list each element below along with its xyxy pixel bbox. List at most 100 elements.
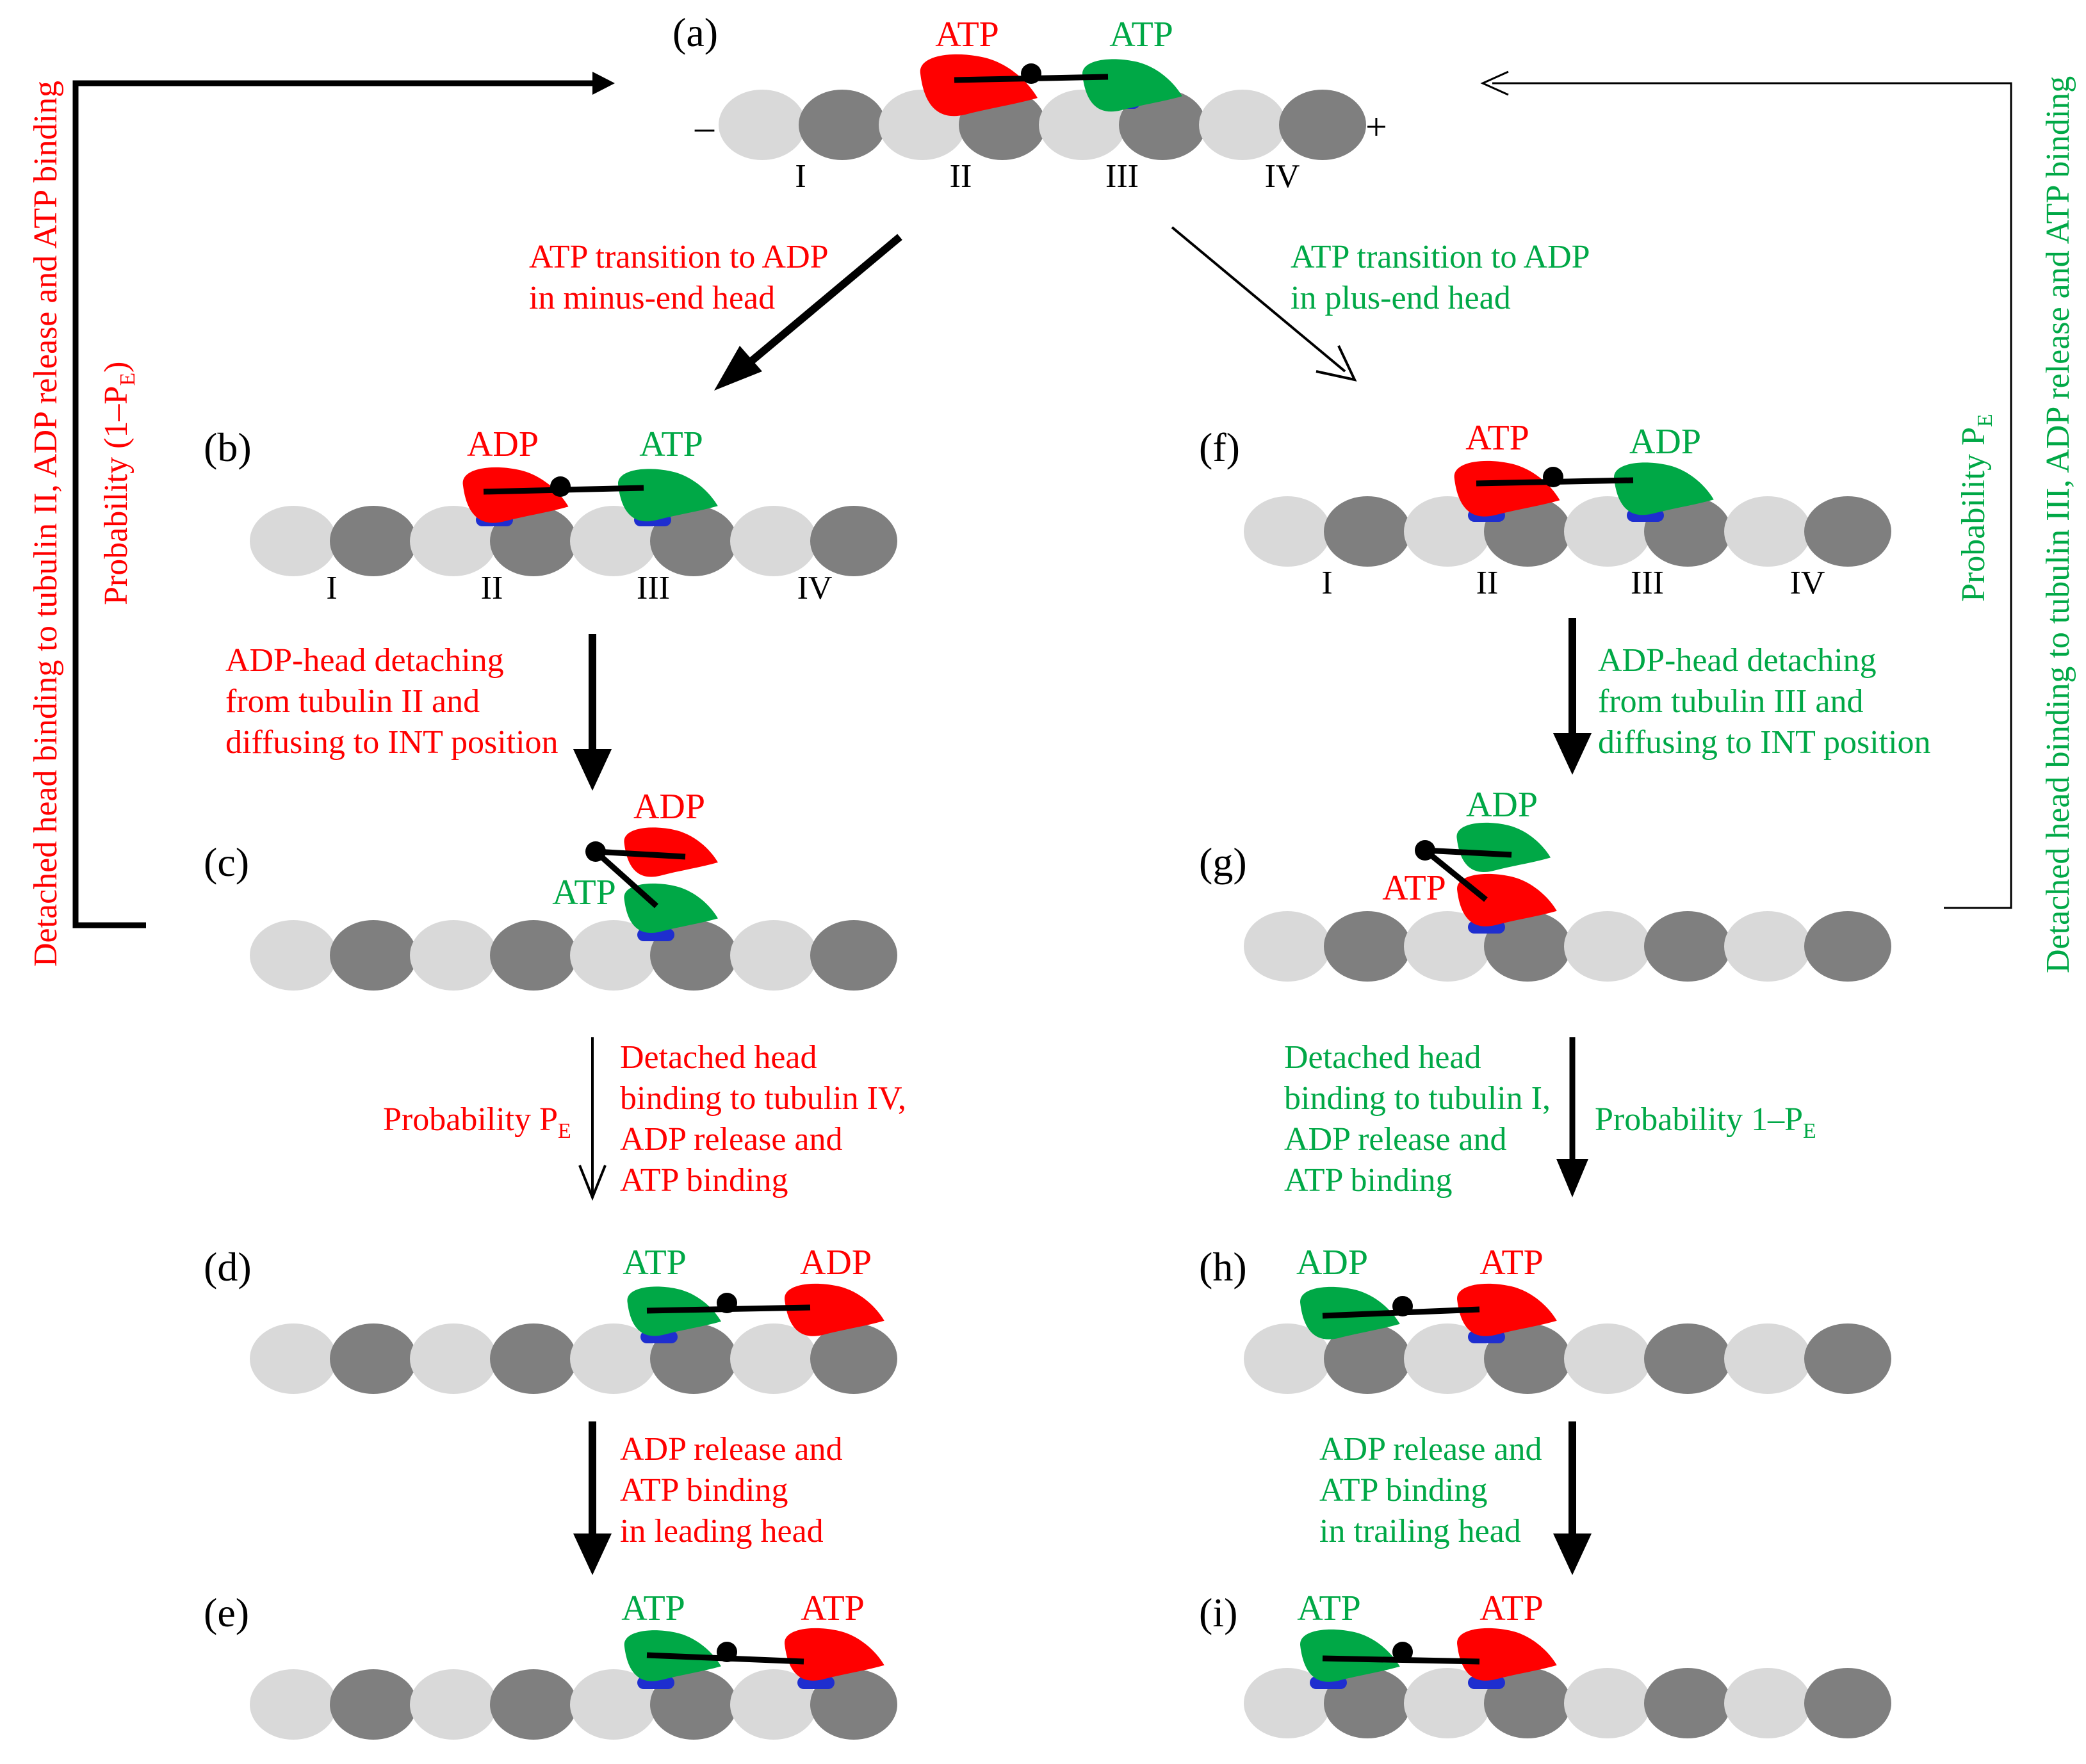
plus-end-label: +: [1365, 106, 1387, 148]
caption-line: ADP release and: [1284, 1121, 1507, 1158]
caption-line: ATP binding: [620, 1162, 788, 1199]
panel-h: (h) ADP ATP: [1199, 1243, 1891, 1394]
caption-line: ADP release and: [620, 1431, 843, 1468]
transition-a-to-f: ATP transition to ADP in plus-end head: [1291, 239, 1590, 316]
green-nucleotide-label: ATP: [1297, 1589, 1361, 1628]
microtubule-g: [1244, 911, 1891, 982]
microtubule-c: [250, 920, 897, 991]
green-nucleotide-label: ATP: [639, 425, 703, 464]
red-nucleotide-label: ADP: [467, 425, 539, 464]
green-nucleotide-label: ADP: [1629, 422, 1701, 462]
green-nucleotide-label: ATP: [552, 873, 616, 912]
arrow-right-loop: [1492, 82, 2012, 909]
tubulin-label-i: I: [1321, 565, 1332, 601]
arrowhead-b-to-c: [573, 749, 612, 791]
caption-line: ATP transition to ADP: [529, 239, 829, 275]
panel-i-label: (i): [1199, 1590, 1237, 1635]
arrowhead-left-loop: [592, 72, 615, 95]
caption-line: Detached head: [1284, 1039, 1481, 1076]
left-loop-probability: Probability (1–PE): [98, 362, 140, 605]
red-nucleotide-label: ATP: [1382, 868, 1446, 908]
caption-line: ATP transition to ADP: [1291, 239, 1590, 275]
tubulin-label-iii: III: [1631, 565, 1664, 601]
caption-line: ATP binding: [1319, 1472, 1487, 1509]
tubulin-label-iii: III: [1105, 158, 1139, 195]
panel-a-label: (a): [672, 10, 718, 55]
green-nucleotide-label: ADP: [1296, 1243, 1368, 1283]
panel-g-label: (g): [1199, 839, 1247, 885]
tubulin-label-i: I: [326, 570, 337, 606]
panel-i: (i) ATP ATP: [1199, 1589, 1891, 1738]
caption-line: from tubulin III and: [1598, 683, 1863, 720]
panel-c: (c) ADP ATP: [204, 787, 897, 991]
caption-line: diffusing to INT position: [225, 724, 558, 761]
panel-a: (a) – + I II III IV ATP ATP: [672, 10, 1387, 195]
transition-b-to-c: ADP-head detaching from tubulin II and d…: [225, 642, 558, 761]
tubulin-label-ii: II: [950, 158, 972, 195]
arrow-a-to-b: [740, 234, 902, 371]
red-nucleotide-label: ADP: [800, 1243, 872, 1283]
microtubule-i: [1244, 1668, 1891, 1738]
right-loop-caption: Detached head binding to tubulin III, AD…: [2040, 76, 2076, 973]
arrowhead-a-to-b: [714, 346, 762, 391]
microtubule-a: [719, 90, 1366, 160]
panel-g: (g) ADP ATP: [1199, 785, 1891, 982]
tubulin-label-ii: II: [481, 570, 503, 606]
panel-e-label: (e): [204, 1590, 249, 1635]
red-nucleotide-label: ATP: [935, 15, 999, 54]
caption-line: ATP binding: [620, 1472, 788, 1509]
green-nucleotide-label: ATP: [1109, 15, 1173, 54]
caption-line: in plus-end head: [1291, 280, 1511, 316]
caption-line: binding to tubulin I,: [1284, 1080, 1551, 1117]
tubulin-label-iv: IV: [1790, 565, 1825, 601]
transition-a-to-b: ATP transition to ADP in minus-end head: [529, 239, 829, 316]
caption-line: diffusing to INT position: [1598, 724, 1931, 761]
caption-line: ADP release and: [620, 1121, 843, 1158]
microtubule-b: [250, 506, 897, 576]
arrowhead-right-loop: [1480, 70, 1509, 96]
panel-f-label: (f): [1199, 425, 1240, 470]
arrow-left-loop: [72, 80, 599, 928]
transition-g-to-h: Detached head binding to tubulin I, ADP …: [1284, 1039, 1816, 1199]
red-nucleotide-label: ATP: [801, 1589, 865, 1628]
panel-d-label: (d): [204, 1244, 252, 1290]
panel-b: (b) I II III IV ADP ATP: [204, 425, 897, 606]
arrowhead-f-to-g: [1553, 733, 1592, 775]
caption-line: ADP-head detaching: [1598, 642, 1877, 679]
arrow-a-to-f: [1171, 226, 1346, 373]
microtubule-f: [1244, 496, 1891, 567]
caption-line: binding to tubulin IV,: [620, 1080, 906, 1117]
red-nucleotide-label: ATP: [1465, 418, 1529, 458]
caption-line: in leading head: [620, 1513, 824, 1550]
minus-end-label: –: [694, 106, 715, 148]
arrowhead-a-to-f: [1316, 345, 1357, 382]
panel-d: (d) ATP ADP: [204, 1243, 897, 1394]
arrowhead-c-to-d: [578, 1165, 607, 1201]
transition-f-to-g: ADP-head detaching from tubulin III and …: [1598, 642, 1931, 761]
panel-f: (f) I II III IV ATP ADP: [1199, 418, 1891, 601]
left-loop-caption: Detached head binding to tubulin II, ADP…: [28, 81, 64, 967]
green-nucleotide-label: ADP: [1466, 785, 1538, 825]
probability-label: Probability 1–PE: [1595, 1101, 1816, 1143]
caption-line: in minus-end head: [529, 280, 775, 316]
arrows: [72, 70, 2012, 1575]
red-nucleotide-label: ADP: [633, 787, 705, 827]
caption-line: ATP binding: [1284, 1162, 1452, 1199]
green-head: [1456, 822, 1551, 872]
green-nucleotide-label: ATP: [623, 1243, 687, 1283]
right-loop-probability: Probability PE: [1955, 414, 1997, 602]
caption-line: ADP release and: [1319, 1431, 1542, 1468]
arrowhead-h-to-i: [1553, 1533, 1592, 1575]
caption-line: in trailing head: [1319, 1513, 1521, 1550]
microtubule-d: [250, 1323, 897, 1394]
tubulin-label-iii: III: [637, 570, 670, 606]
red-nucleotide-label: ATP: [1479, 1243, 1544, 1283]
panel-b-label: (b): [204, 425, 252, 470]
probability-label: Probability PE: [383, 1101, 571, 1143]
panel-h-label: (h): [1199, 1244, 1247, 1290]
microtubule-h: [1244, 1323, 1891, 1394]
transition-c-to-d: Detached head binding to tubulin IV, ADP…: [383, 1039, 906, 1199]
caption-line: Detached head: [620, 1039, 817, 1076]
tubulin-label-ii: II: [1476, 565, 1499, 601]
